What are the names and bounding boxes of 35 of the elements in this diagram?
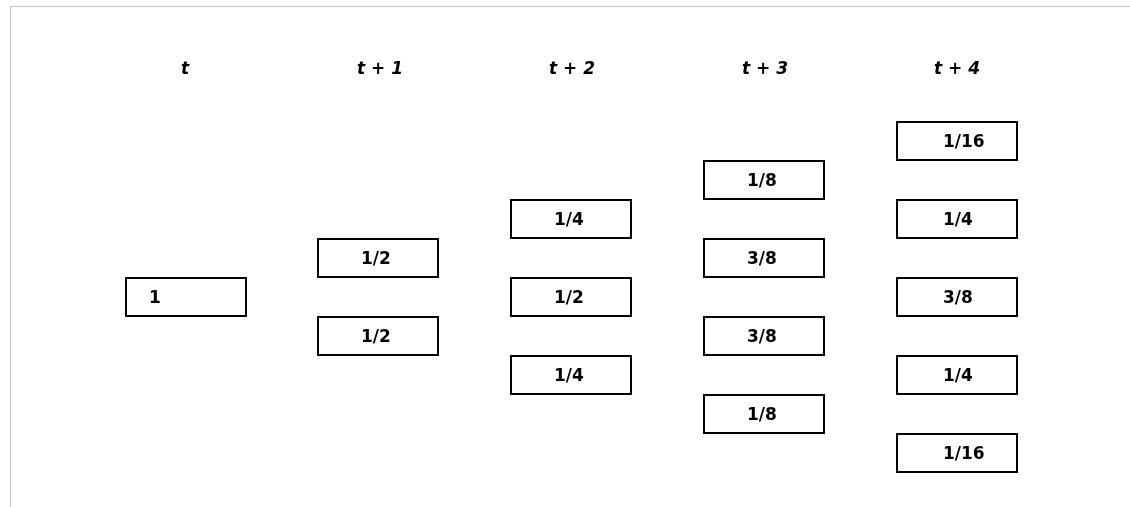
value-box bbox=[703, 238, 825, 278]
fraction-label: 1/2 bbox=[554, 287, 584, 307]
fraction-label: 3/8 bbox=[747, 248, 777, 268]
value-box bbox=[510, 277, 632, 317]
fraction-label: 1/4 bbox=[943, 209, 973, 229]
fraction-label: 3/8 bbox=[943, 287, 973, 307]
value-box bbox=[317, 316, 439, 356]
value-box bbox=[703, 394, 825, 434]
value-box bbox=[125, 277, 247, 317]
fraction-label: 1/4 bbox=[943, 365, 973, 385]
value-box bbox=[896, 199, 1018, 239]
fraction-label: 1/8 bbox=[747, 170, 777, 190]
value-box bbox=[510, 355, 632, 395]
fraction-label: 1/2 bbox=[361, 248, 391, 268]
fraction-label: 3/8 bbox=[747, 326, 777, 346]
fraction-label: 1 bbox=[149, 287, 161, 307]
value-box bbox=[703, 160, 825, 200]
value-box bbox=[317, 238, 439, 278]
time-step-heading: t + 2 bbox=[549, 58, 595, 78]
value-box bbox=[703, 316, 825, 356]
value-box bbox=[896, 355, 1018, 395]
fraction-label: 1/16 bbox=[943, 443, 985, 463]
fraction-label: 1/2 bbox=[361, 326, 391, 346]
value-box bbox=[510, 199, 632, 239]
fraction-label: 1/4 bbox=[554, 209, 584, 229]
fraction-label: 1/4 bbox=[554, 365, 584, 385]
time-step-heading: t + 3 bbox=[742, 58, 788, 78]
time-step-heading: t + 4 bbox=[934, 58, 980, 78]
fraction-label: 1/8 bbox=[747, 404, 777, 424]
time-step-heading: t bbox=[180, 58, 190, 78]
time-step-heading: t + 1 bbox=[357, 58, 403, 78]
fraction-label: 1/16 bbox=[943, 131, 985, 151]
value-box bbox=[896, 277, 1018, 317]
value-box bbox=[896, 433, 1018, 473]
value-box bbox=[896, 121, 1018, 161]
